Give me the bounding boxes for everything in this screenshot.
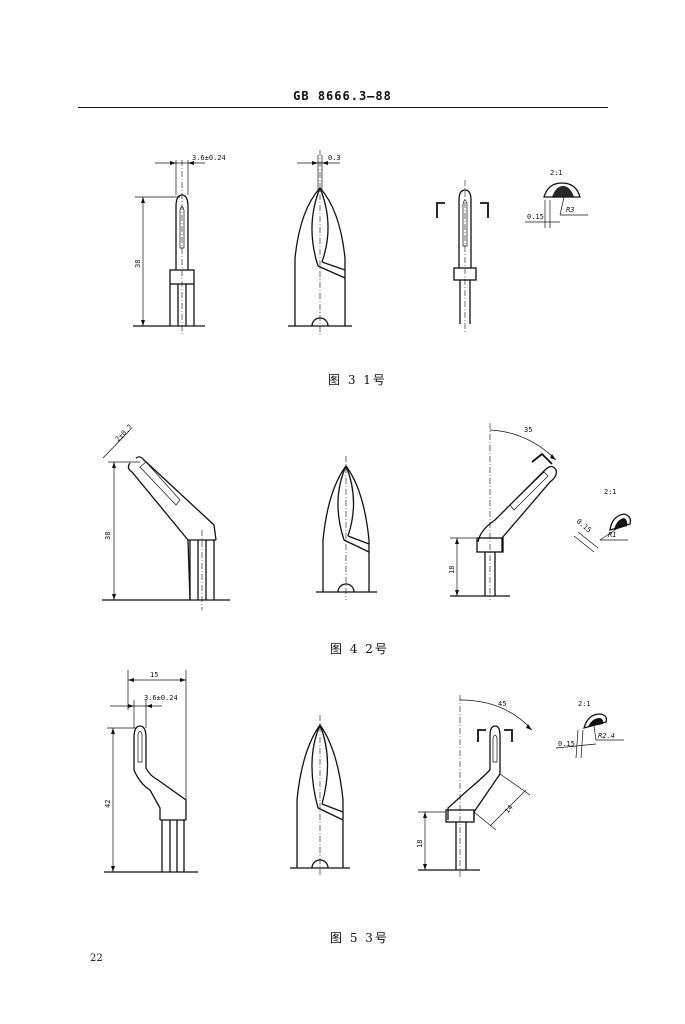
fig3-height-label: 38: [134, 260, 142, 268]
fig4-side-view: [316, 456, 377, 600]
fig4-front-view: 38 2±0.2: [102, 423, 230, 610]
fig3-edge-label: 0.15: [527, 213, 544, 221]
fig5-height-short-label: 18: [416, 840, 424, 848]
fig5-side-view: [290, 715, 350, 876]
fig4-width-label: 2±0.2: [114, 423, 135, 444]
figure-4-caption: 图 4 2号: [330, 642, 389, 656]
page-number: 22: [90, 953, 103, 964]
fig4-angle-label: 35: [524, 426, 532, 434]
fig5-radius-label: R2.4: [598, 732, 615, 740]
fig3-tip-label: 0.3: [328, 154, 341, 162]
fig4-section-view: 35 18: [448, 423, 558, 600]
fig5-edge-label: 0.15: [558, 740, 575, 748]
fig5-section-view: 45 18 14: [416, 695, 533, 878]
figure-5-caption: 图 5 3号: [330, 931, 389, 945]
fig4-detail: 2:1 0.15 R1: [573, 488, 632, 553]
fig5-overall-label: 15: [150, 671, 158, 679]
fig4-radius-label: R1: [608, 531, 616, 539]
fig5-scale-label: 2:1: [578, 700, 591, 708]
figure-4-drawing: 38 2±0.2: [102, 423, 632, 610]
fig5-angle-label: 45: [498, 700, 506, 708]
fig3-radius-label: R3: [566, 206, 574, 214]
fig5-detail: 2:1 0.15 R2.4: [555, 700, 624, 759]
figure-3-drawing: 3.6±0.24 38 0.3: [133, 150, 588, 335]
fig3-front-view: 3.6±0.24 38: [133, 154, 226, 335]
figure-5-drawing: 15 3.6±0.24 42: [104, 670, 624, 878]
fig3-section-view: [436, 180, 489, 332]
fig4-edge-label: 0.15: [575, 517, 593, 534]
fig3-width-label: 3.6±0.24: [192, 154, 226, 162]
document-header: GB 8666.3—88: [293, 89, 392, 103]
fig4-scale-label: 2:1: [604, 488, 617, 496]
fig3-side-view: 0.3: [288, 150, 352, 335]
fig3-detail: 2:1 0.15 R3: [525, 169, 588, 228]
fig5-height-label: 42: [104, 800, 112, 808]
fig5-length-label: 14: [503, 804, 514, 816]
fig5-width-label: 3.6±0.24: [144, 694, 178, 702]
header-rule: [78, 107, 608, 108]
fig4-height-short-label: 18: [448, 566, 456, 574]
figure-3-caption: 图 3 1号: [328, 373, 387, 387]
fig5-front-view: 15 3.6±0.24 42: [104, 670, 198, 873]
fig3-scale-label: 2:1: [550, 169, 563, 177]
fig4-height-label: 38: [104, 532, 112, 540]
